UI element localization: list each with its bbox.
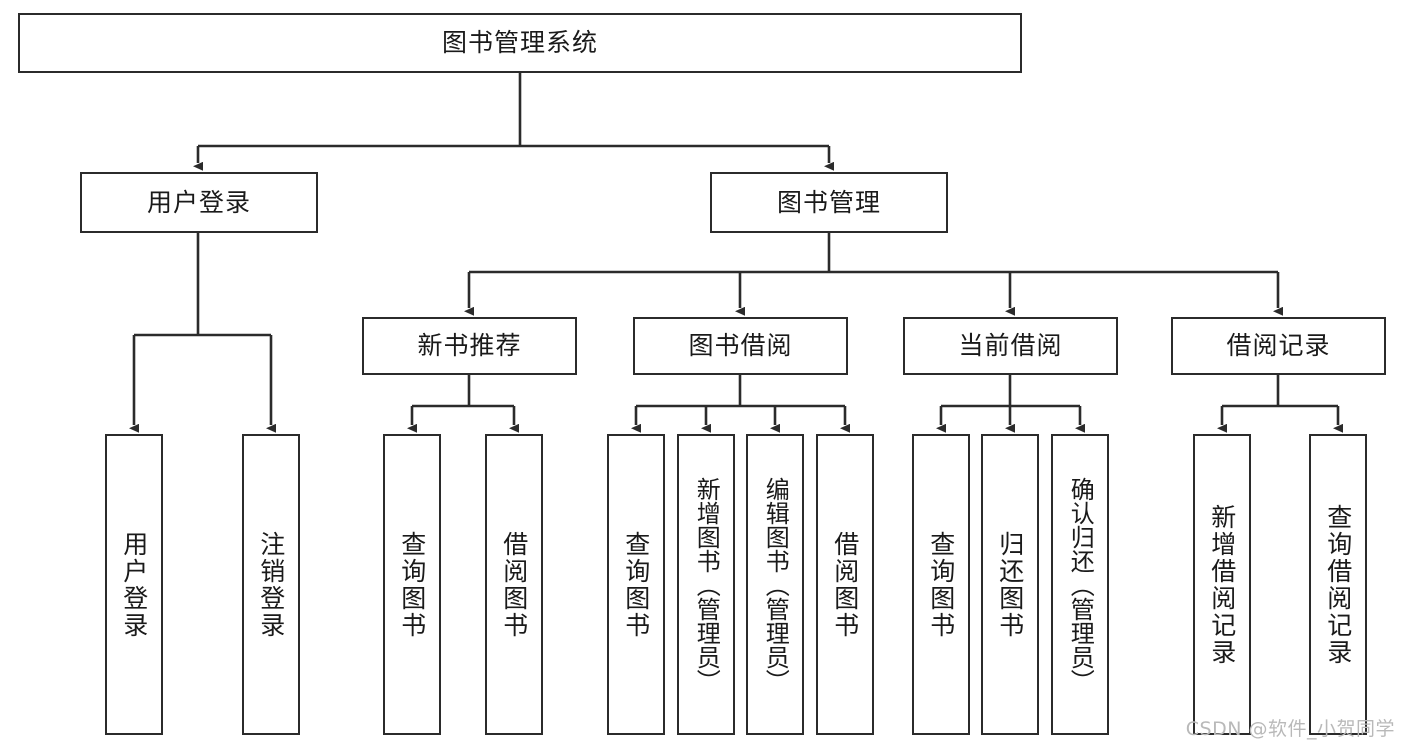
node-label: 图书管理 [776, 187, 881, 217]
node-label: 新书推荐 [417, 331, 522, 361]
leaf-query-book-borrow[interactable]: 查询图书 [607, 434, 665, 735]
node-label: 用户登录 [119, 530, 149, 639]
node-label: 查询图书 [621, 530, 651, 639]
node-label: 图书借阅 [688, 331, 793, 361]
node-user-login[interactable]: 用户登录 [80, 172, 318, 233]
node-label: 查询图书 [926, 530, 956, 639]
node-label: 图书管理系统 [441, 28, 598, 58]
node-label: 确认归还（管理员） [1066, 476, 1095, 693]
leaf-query-book-current[interactable]: 查询图书 [912, 434, 970, 735]
node-label: 借阅图书 [499, 530, 529, 639]
csdn-watermark: CSDN @软件_小贺同学 [1185, 718, 1395, 740]
node-book-management[interactable]: 图书管理 [710, 172, 948, 233]
leaf-logout-login[interactable]: 注销登录 [242, 434, 300, 735]
leaf-confirm-return-admin[interactable]: 确认归还（管理员） [1051, 434, 1109, 735]
leaf-add-book-admin[interactable]: 新增图书（管理员） [677, 434, 735, 735]
node-borrow-record[interactable]: 借阅记录 [1171, 317, 1386, 375]
node-new-book-recommend[interactable]: 新书推荐 [362, 317, 577, 375]
node-label: 编辑图书（管理员） [761, 476, 790, 693]
node-book-borrow[interactable]: 图书借阅 [633, 317, 848, 375]
node-label: 借阅图书 [830, 530, 860, 639]
leaf-add-borrow-record[interactable]: 新增借阅记录 [1193, 434, 1251, 735]
leaf-borrow-book-borrow[interactable]: 借阅图书 [816, 434, 874, 735]
node-label: 当前借阅 [958, 331, 1063, 361]
node-label: 新增借阅记录 [1207, 503, 1237, 666]
node-label: 查询借阅记录 [1323, 503, 1353, 666]
node-label: 注销登录 [256, 530, 286, 639]
node-current-borrow[interactable]: 当前借阅 [903, 317, 1118, 375]
node-root-system[interactable]: 图书管理系统 [18, 13, 1022, 73]
leaf-query-book-recommend[interactable]: 查询图书 [383, 434, 441, 735]
node-label: 查询图书 [397, 530, 427, 639]
leaf-return-book[interactable]: 归还图书 [981, 434, 1039, 735]
leaf-user-login[interactable]: 用户登录 [105, 434, 163, 735]
leaf-query-borrow-record[interactable]: 查询借阅记录 [1309, 434, 1367, 735]
node-label: 新增图书（管理员） [692, 476, 721, 693]
leaf-borrow-book-recommend[interactable]: 借阅图书 [485, 434, 543, 735]
node-label: 归还图书 [995, 530, 1025, 639]
node-label: 借阅记录 [1226, 331, 1331, 361]
leaf-edit-book-admin[interactable]: 编辑图书（管理员） [746, 434, 804, 735]
node-label: 用户登录 [146, 187, 251, 217]
